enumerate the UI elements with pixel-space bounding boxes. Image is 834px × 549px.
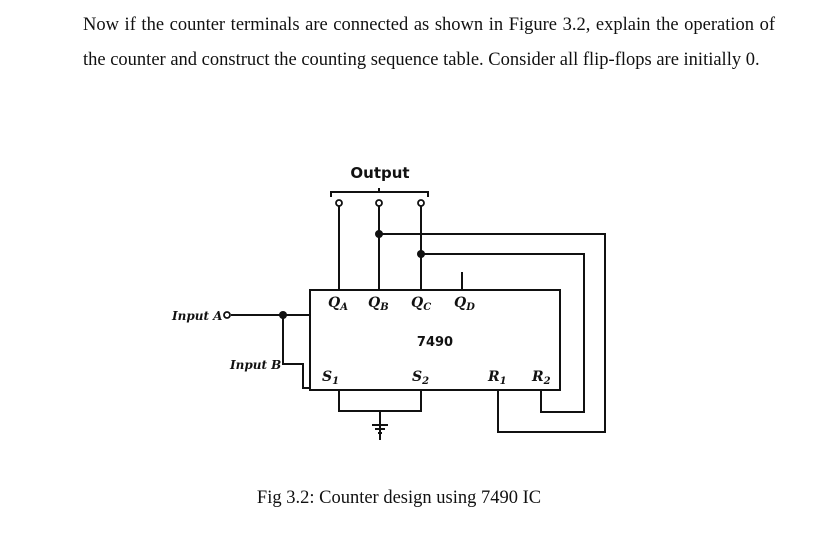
pin-r2-label: R2 [531,369,551,387]
input-a-label: Input A [171,309,222,323]
terminal-qb [375,199,383,207]
output-label: Output [350,164,409,182]
junction-qc [417,250,425,258]
chip-label: 7490 [417,335,453,350]
junction-qb [375,230,383,238]
terminal-qc [417,199,425,207]
output-bracket [330,191,429,197]
terminal-qa [335,199,343,207]
pin-qb-label: QB [368,295,389,313]
figure-caption: Fig 3.2: Counter design using 7490 IC [256,488,542,508]
pin-s2-label: S2 [412,369,429,387]
wire-s-ground [338,390,422,412]
input-b-label: Input B [229,358,281,372]
junction-input-a [279,311,287,319]
wire-qc-feedback [421,253,585,413]
wire-qb-feedback [379,233,606,433]
pin-qa-label: QA [328,295,348,313]
wire-input-b [282,315,310,389]
terminal-input-a [223,311,231,319]
question-paragraph: Now if the counter terminals are connect… [83,15,775,70]
pin-qd-label: QD [454,295,475,313]
pin-qc-label: QC [411,295,431,313]
ic-7490-box [309,289,561,391]
pin-s1-label: S1 [322,369,339,387]
pin-r1-label: R1 [487,369,507,387]
